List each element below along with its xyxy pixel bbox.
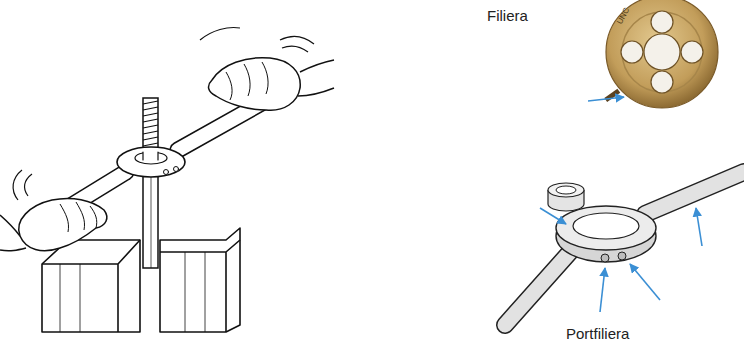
motion-stroke — [25, 174, 32, 196]
part-name: Filiera — [487, 8, 528, 25]
handle-fill — [505, 252, 570, 325]
motion-stroke — [13, 170, 22, 200]
die-chip-hole — [681, 41, 703, 63]
die-ring — [622, 12, 702, 92]
part-name: Portfiliera — [566, 326, 629, 343]
rod-edge — [143, 152, 158, 160]
split-bushing-top — [548, 183, 584, 197]
stock-hole — [573, 213, 639, 239]
finger-line — [60, 202, 97, 232]
rod-body — [143, 98, 158, 268]
leader-arrow — [696, 208, 702, 246]
leader-arrow — [588, 97, 624, 101]
die-stock-right — [505, 172, 744, 325]
right-hand — [209, 58, 301, 111]
screw — [164, 170, 169, 175]
handle-outline — [645, 172, 744, 214]
leader-arrow — [600, 268, 605, 312]
screw — [601, 254, 609, 262]
vise-jaw — [42, 240, 140, 332]
leader-arrows — [540, 97, 702, 312]
handle-fill — [645, 172, 744, 214]
leader-arrow — [630, 264, 660, 300]
screw — [618, 252, 626, 260]
die-chip-hole — [651, 71, 673, 93]
stock-ring — [117, 147, 185, 177]
rod-through — [143, 150, 158, 160]
screw — [174, 167, 179, 172]
right-arm — [298, 60, 334, 96]
die-center-hole — [644, 34, 680, 70]
rod-thread — [143, 101, 158, 152]
motion-stroke — [282, 46, 308, 52]
handle-outline — [505, 252, 570, 325]
die-body — [606, 0, 718, 108]
vise-jaw-edge — [42, 240, 140, 332]
leader-arrow — [540, 208, 566, 224]
motion-stroke — [280, 37, 314, 44]
finger-line — [226, 62, 268, 100]
die — [604, 0, 718, 108]
vise-jaw — [160, 228, 240, 332]
motion-lines — [13, 28, 314, 201]
die-slot — [604, 89, 620, 102]
left-hand — [19, 198, 107, 250]
vise-groove — [185, 252, 205, 332]
hands — [0, 58, 334, 251]
rod — [143, 98, 158, 268]
die-chip-hole — [651, 11, 673, 33]
die-marking: UNC — [616, 7, 632, 26]
vise-jaw-edge — [160, 240, 240, 332]
split-bushing-hole — [556, 186, 576, 194]
stock-top — [556, 206, 656, 250]
motion-stroke — [200, 28, 240, 41]
rod-shade — [151, 170, 152, 268]
left-arm — [0, 215, 26, 251]
vise-groove — [60, 264, 80, 332]
die-chip-hole — [621, 41, 643, 63]
